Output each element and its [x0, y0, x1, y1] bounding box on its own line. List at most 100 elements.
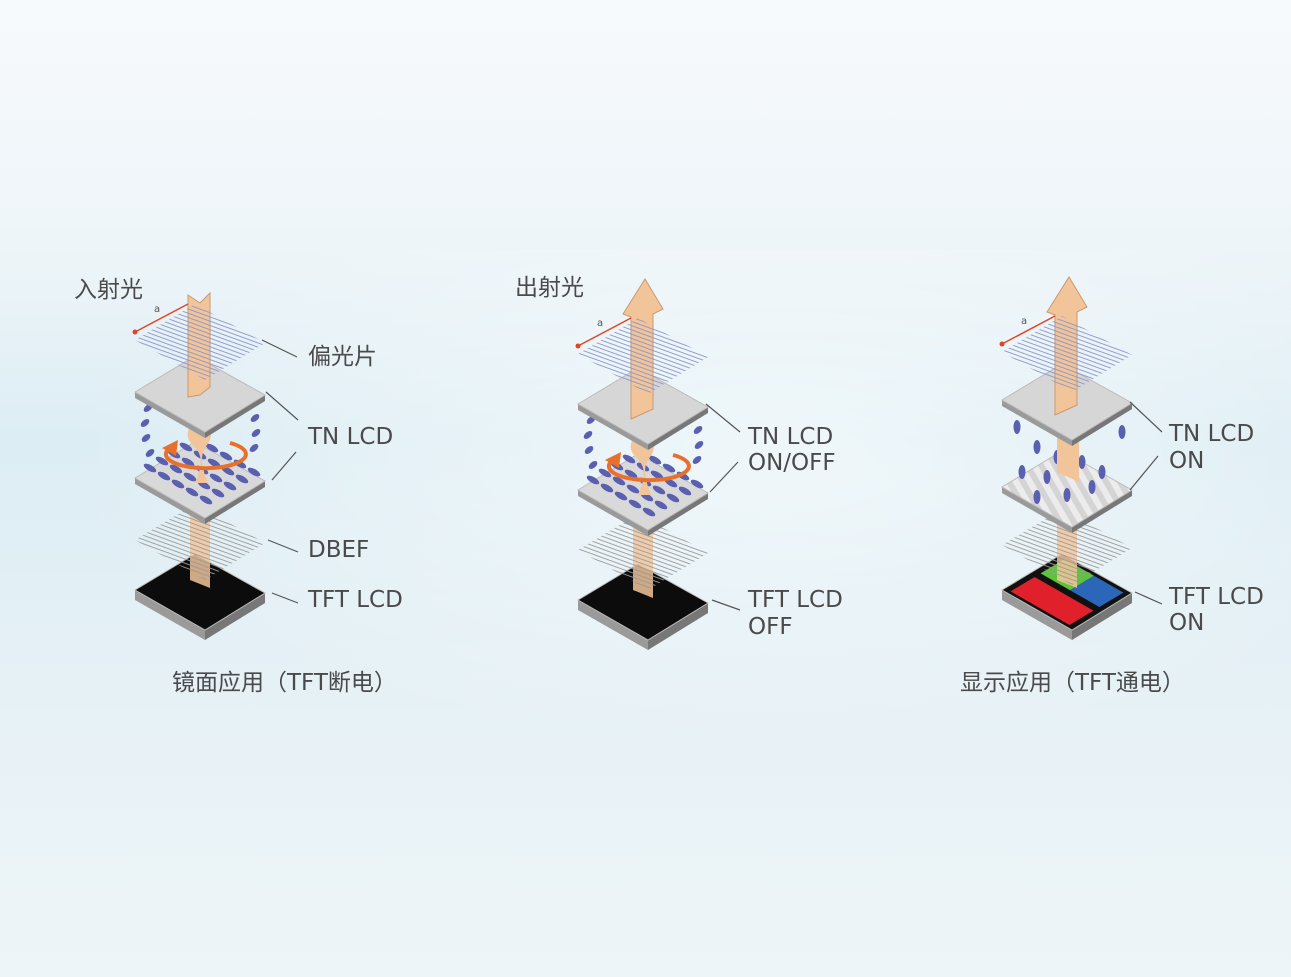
leader-line [267, 539, 299, 553]
liquid-crystal-molecule [1043, 470, 1051, 484]
tft-lcd-label: TFT LCD [1169, 584, 1264, 610]
tn-lcd-bottom-plate-side [578, 490, 648, 536]
tn-lcd-top-plate-side [135, 392, 205, 438]
liquid-crystal-molecule [183, 472, 197, 482]
liquid-crystal-molecule [223, 481, 237, 491]
liquid-crystal-molecule [598, 468, 612, 478]
rotation-arrow-head [605, 452, 621, 468]
liquid-crystal-molecule [662, 463, 676, 473]
tft-lcd-layer-side [135, 590, 205, 640]
dimension-line [577, 317, 632, 347]
tft-lcd-layer-side [648, 603, 708, 650]
dbef-layer [135, 504, 265, 580]
rotation-arrow-head [162, 440, 178, 456]
liquid-crystal-molecule [249, 444, 259, 452]
incident-light-label: 入射光 [74, 277, 143, 303]
dimension-line [134, 303, 189, 333]
dbef-label: DBEF [308, 537, 370, 563]
tn-lcd-state-label: ON/OFF [748, 450, 836, 476]
tn-lcd-label: TN LCD [1169, 421, 1255, 447]
dimension-endpoint [575, 343, 581, 349]
dimension-label: a [597, 318, 603, 329]
tn-lcd-top-plate-side [205, 395, 265, 438]
liquid-crystal-molecule [171, 479, 185, 489]
tft-lcd-layer-side [578, 600, 648, 650]
liquid-crystal-molecule [157, 471, 171, 481]
tn-lcd-top-plate-side [578, 404, 648, 450]
liquid-crystal-molecule [1033, 490, 1041, 504]
tn-lcd-bottom-plate-side [1072, 490, 1132, 533]
rotation-arrow [163, 441, 248, 471]
leader-line [271, 451, 297, 481]
liquid-crystal-molecule [1118, 425, 1126, 439]
liquid-crystal-molecule [650, 470, 664, 480]
liquid-crystal-molecule [1098, 465, 1106, 479]
liquid-crystal-molecule [622, 454, 636, 464]
tft-lcd-state-label: ON [1169, 610, 1205, 636]
liquid-crystal-molecule [181, 457, 195, 467]
tft-lcd-layer-side [1002, 590, 1072, 640]
liquid-crystal-molecule [628, 499, 642, 509]
liquid-crystal-molecule [694, 441, 704, 449]
liquid-crystal-molecule [588, 461, 598, 469]
dimension-endpoint [999, 341, 1005, 347]
dimension-label: a [1021, 316, 1027, 327]
tn-lcd-bottom-plate-side [135, 478, 205, 524]
tn-lcd-state-label: ON [1169, 448, 1205, 474]
liquid-crystal-molecule [1013, 420, 1021, 434]
liquid-crystal-molecule [1088, 480, 1096, 494]
liquid-crystal-molecule [145, 449, 155, 457]
display-caption: 显示应用（TFT通电） [960, 670, 1185, 696]
liquid-crystal-molecule [626, 484, 640, 494]
liquid-crystal-molecule [1018, 465, 1026, 479]
leader-line [1129, 401, 1163, 433]
tn-lcd-top-plate-side [648, 407, 708, 450]
polarizer-label: 偏光片 [308, 344, 377, 370]
liquid-crystal-molecule [199, 495, 213, 505]
tft-lcd-layer-side [1072, 593, 1132, 640]
tn-lcd-label: TN LCD [308, 424, 394, 450]
liquid-crystal-molecule [140, 419, 150, 427]
leader-line [271, 592, 299, 604]
liquid-crystal-molecule [666, 493, 680, 503]
tn-lcd-bottom-plate-side [1002, 487, 1072, 533]
liquid-crystal-molecule [251, 429, 261, 437]
liquid-crystal-molecule [1078, 455, 1086, 469]
liquid-crystal-molecule [141, 434, 151, 442]
liquid-crystal-molecule [185, 487, 199, 497]
leader-line [711, 599, 741, 611]
tft-lcd-label: TFT LCD [308, 587, 403, 613]
liquid-crystal-molecule [247, 467, 261, 477]
liquid-crystal-molecule [207, 458, 221, 468]
tn-lcd-bottom-plate-side [648, 493, 708, 536]
liquid-crystal-molecule [143, 463, 157, 473]
liquid-crystal-molecule [219, 451, 233, 461]
liquid-crystal-molecule [209, 473, 223, 483]
liquid-crystal-molecule [179, 442, 193, 452]
liquid-crystal-molecule [584, 446, 594, 454]
liquid-crystal-molecule [211, 488, 225, 498]
polarizer-layer [1002, 316, 1132, 392]
dbef-layer [578, 514, 708, 590]
liquid-crystal-molecule [624, 469, 638, 479]
mirror-caption: 镜面应用（TFT断电） [172, 670, 397, 696]
tft-lcd-layer-side [205, 593, 265, 640]
liquid-crystal-molecule [652, 485, 666, 495]
leader-line [1129, 455, 1159, 491]
liquid-crystal-molecule [250, 414, 260, 422]
liquid-crystal-molecule [1063, 488, 1071, 502]
dbef-layer [1002, 509, 1132, 585]
blue-pixel [1070, 575, 1124, 607]
liquid-crystal-molecule [586, 475, 600, 485]
outgoing-light-label: 出射光 [515, 275, 584, 301]
tft-lcd-label: TFT LCD [748, 587, 843, 613]
leader-line [265, 391, 299, 421]
polarizer-layer [135, 304, 265, 380]
polarizer-layer [578, 318, 708, 394]
tn-lcd-top-plate-side [1072, 403, 1132, 446]
tn-lcd-bottom-plate-side [205, 481, 265, 524]
liquid-crystal-molecule [693, 426, 703, 434]
dimension-label: a [154, 304, 160, 315]
liquid-crystal-molecule [678, 486, 692, 496]
